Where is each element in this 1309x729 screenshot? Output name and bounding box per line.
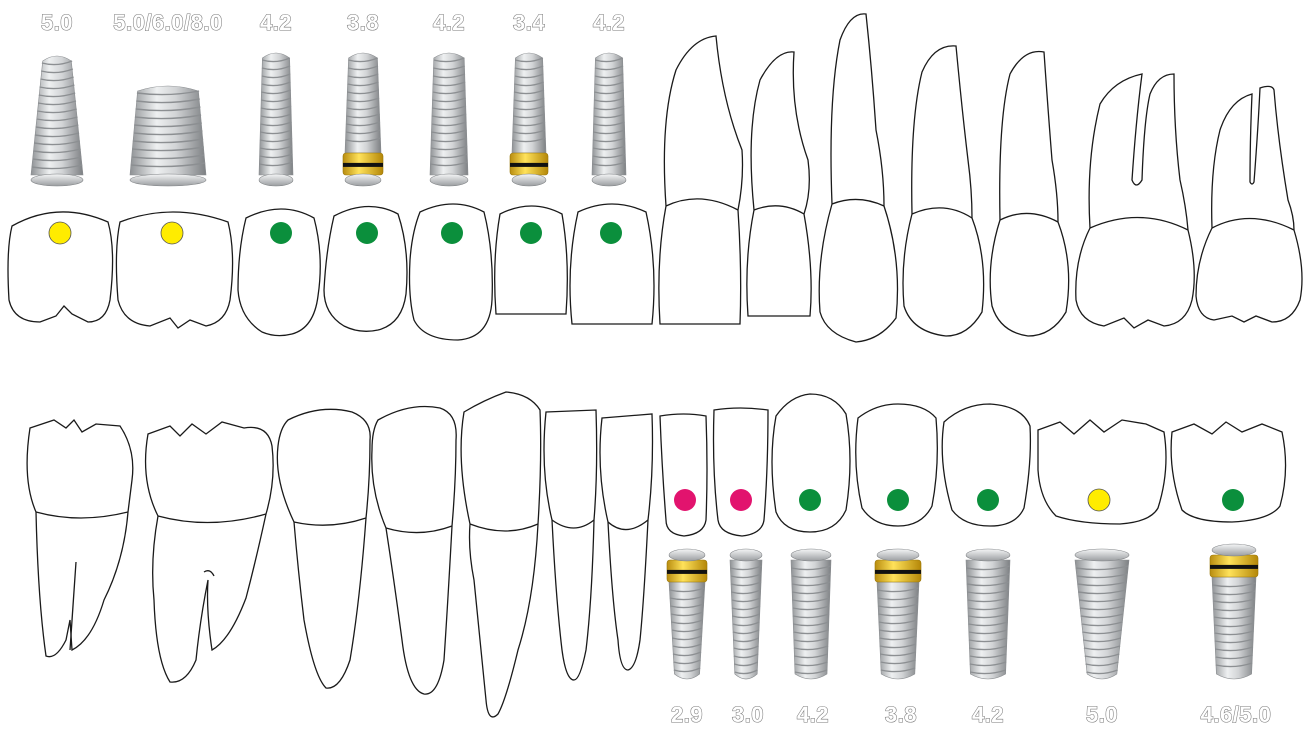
lower-natural-tooth-2 [146, 422, 274, 682]
upper-tooth-4 [324, 206, 407, 331]
implant-head [130, 174, 206, 186]
implant-head [259, 174, 293, 186]
upper-natural-tooth-4 [903, 46, 984, 336]
lower-labels: 2.9 3.0 4.2 3.8 4.2 5.0 4.6/5.0 [671, 702, 1271, 727]
lower-tooth-7 [1171, 422, 1285, 522]
lower-natural-tooth-7 [600, 414, 653, 670]
implant-head [877, 549, 919, 561]
lower-natural-tooth-5 [461, 392, 541, 717]
upper-dot-5 [441, 222, 463, 244]
implant-head [430, 174, 468, 186]
upper-implant-group [31, 53, 626, 186]
upper-label-3: 4.2 [260, 10, 292, 35]
upper-tooth-3 [238, 209, 320, 336]
implant-body [31, 56, 83, 175]
lower-implant-3 [791, 549, 831, 679]
lower-implant-4 [875, 549, 921, 679]
upper-dot-2 [161, 222, 183, 244]
lower-dot-4 [887, 489, 909, 511]
upper-tooth-2 [116, 212, 232, 328]
implant-head [730, 549, 762, 561]
implant-head [31, 174, 83, 186]
upper-implant-2 [130, 86, 206, 186]
upper-implant-4 [343, 53, 383, 186]
implant-head [592, 174, 626, 186]
upper-natural-tooth-1 [659, 36, 743, 324]
lower-implant-1 [667, 549, 707, 679]
lower-dot-2 [730, 489, 752, 511]
upper-dot-3 [270, 222, 292, 244]
lower-natural-tooth-6 [544, 410, 597, 680]
lower-dot-1 [674, 489, 696, 511]
lower-tooth-6 [1038, 420, 1166, 524]
upper-tooth-5 [410, 204, 493, 340]
collar-band [875, 570, 921, 574]
lower-label-2: 3.0 [732, 702, 764, 727]
lower-natural-tooth-3 [277, 409, 370, 688]
lower-dot-7 [1222, 489, 1244, 511]
lower-natural-tooth-4 [372, 407, 456, 695]
lower-label-3: 4.2 [797, 702, 829, 727]
lower-tooth-3 [772, 394, 850, 532]
lower-implant-6 [1075, 549, 1129, 679]
upper-tooth-6 [495, 206, 568, 314]
upper-label-6: 3.4 [513, 10, 545, 35]
lower-tooth-1 [660, 414, 707, 536]
implant-head [512, 174, 546, 186]
lower-label-1: 2.9 [671, 702, 703, 727]
collar-band [510, 163, 548, 167]
lower-label-4: 3.8 [885, 702, 917, 727]
lower-dot-5 [977, 489, 999, 511]
upper-label-4: 3.8 [347, 10, 379, 35]
upper-natural-tooth-7 [1196, 86, 1302, 322]
upper-implant-1 [31, 56, 83, 186]
upper-label-2: 5.0/6.0/8.0 [113, 10, 222, 35]
upper-natural-tooth-5 [990, 51, 1068, 336]
upper-implant-3 [259, 53, 293, 186]
collar-band [1210, 565, 1258, 569]
upper-natural-tooth-2 [747, 52, 811, 316]
upper-label-5: 4.2 [433, 10, 465, 35]
implant-head [791, 549, 831, 561]
upper-labels: 5.0 5.0/6.0/8.0 4.2 3.8 4.2 3.4 4.2 [41, 10, 625, 35]
upper-natural-tooth-6 [1076, 74, 1194, 328]
upper-dot-4 [356, 222, 378, 244]
implant-head [669, 549, 705, 561]
lower-tooth-5 [942, 404, 1030, 526]
lower-label-6: 5.0 [1086, 702, 1118, 727]
collar-band [343, 163, 383, 167]
upper-implant-5 [430, 53, 468, 186]
lower-dot-6 [1088, 489, 1110, 511]
lower-implant-2 [730, 549, 762, 679]
lower-implant-group [667, 544, 1258, 679]
upper-implant-6 [510, 53, 548, 186]
lower-natural-tooth-1 [27, 420, 133, 657]
upper-dot-6 [520, 222, 542, 244]
upper-tooth-1 [8, 212, 113, 322]
upper-label-7: 4.2 [593, 10, 625, 35]
lower-label-5: 4.2 [972, 702, 1004, 727]
lower-tooth-4 [856, 404, 938, 526]
implant-head [1212, 544, 1256, 556]
lower-implant-5 [966, 549, 1010, 679]
implant-head [1075, 549, 1129, 561]
upper-dot-7 [600, 222, 622, 244]
upper-label-1: 5.0 [41, 10, 73, 35]
upper-natural-tooth-3 [819, 14, 897, 342]
implant-head [345, 174, 381, 186]
lower-implant-7 [1210, 544, 1258, 679]
upper-implant-7 [592, 53, 626, 186]
lower-tooth-2 [714, 408, 769, 536]
lower-label-7: 4.6/5.0 [1201, 702, 1272, 727]
implant-head [966, 549, 1010, 561]
upper-dot-1 [49, 222, 71, 244]
collar-band [667, 570, 707, 574]
lower-dot-3 [799, 489, 821, 511]
upper-tooth-7 [570, 204, 654, 324]
